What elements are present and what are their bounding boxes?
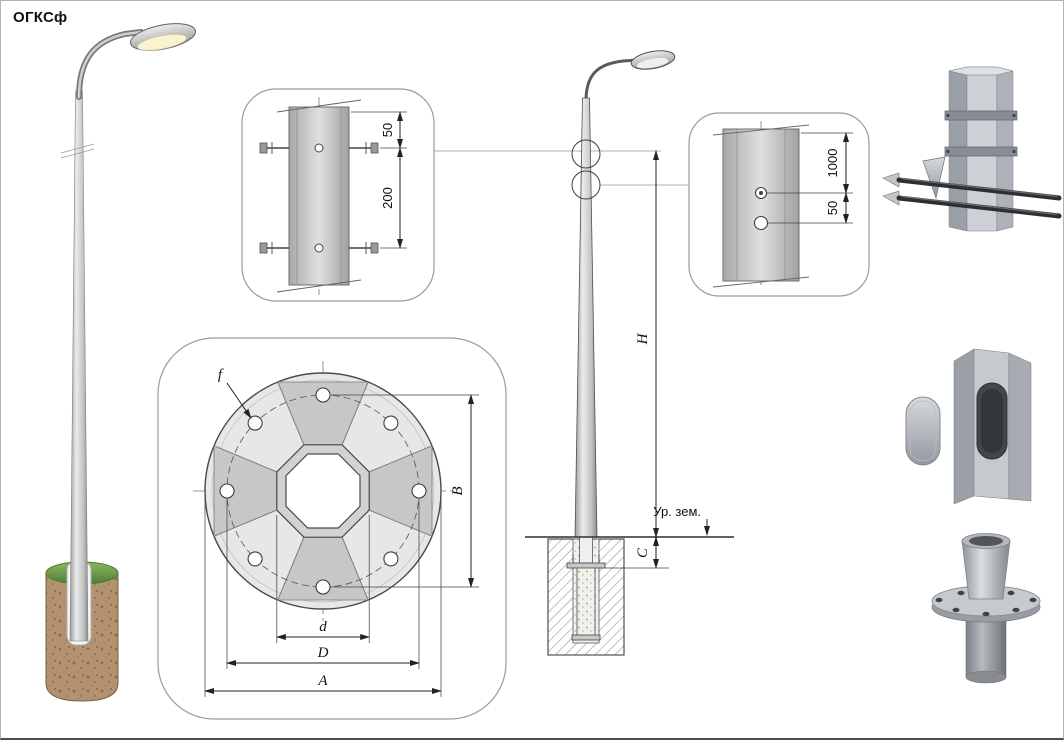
flange-bevel-circle [211,379,435,603]
clamp-bolt [946,113,950,118]
access-door-render [905,348,1032,505]
flange-bolt-holes [219,387,427,595]
door-cover-inner [909,400,937,462]
dim-label-C: С [635,547,651,558]
right-detail-callout: 1000 50 [688,112,870,297]
pole-shaft-3d [69,90,89,642]
lamp-arm-elevation [584,58,638,102]
pole-shaft-elevation [574,97,598,538]
flange-detail-callout: f B d D A [157,337,507,720]
access-opening-shadow [981,389,1003,453]
ground-level-label: Ур. зем. [653,504,701,519]
pole-3d-render [45,23,196,702]
lamp-head-3d [130,23,196,51]
dim-label-50: 50 [825,201,840,215]
tie-rod-highlight [900,177,1058,198]
dim-label-d: d [319,619,327,635]
top-detail-callout: 50 200 [241,88,435,302]
lower-tube-bottom [965,670,1007,684]
center-octagon-hole [285,453,361,529]
leader-f [226,382,252,419]
pole-seam [60,148,95,159]
dim-label-B: B [450,486,466,495]
clamp-bolt [1012,113,1016,118]
dim-label-1000: 1000 [825,149,840,178]
pole-seam [60,143,95,154]
detail-marker-lower [571,170,601,200]
dim-label-D: D [317,645,329,661]
grounding-bolt-center [759,191,763,195]
pole-face-left [953,348,975,505]
cable-hole [753,215,769,231]
tie-rod-lower [896,195,1062,219]
base-flange-plate [566,562,606,569]
clamp-band-upper [944,110,1018,121]
radial-rib-lines [213,381,433,601]
cone-fitting [922,156,946,200]
break-line [276,279,362,293]
hole-label-f: f [218,367,224,383]
clamp-bolt [946,149,950,154]
flange-base-render [931,533,1041,684]
pole-section [722,128,800,282]
clamp-bolts-lower [259,242,379,254]
detail-marker-upper [571,139,601,169]
tie-rod-highlight [900,195,1058,216]
dim-label-200: 200 [380,187,395,209]
flange-bolt-holes-3d [935,590,1037,617]
dim-label-H: H [635,332,651,345]
pole-face-right [1008,352,1032,502]
lamp-head-elevation [630,50,676,70]
dim-label-50: 50 [380,123,395,137]
upper-tube [961,540,1011,600]
drawing-title: ОГКСф [13,9,68,26]
break-line [712,124,810,136]
pole-stub [579,536,593,564]
elevation-drawing: Ур. зем. H С [434,50,734,656]
clamp-bolts-upper [259,142,379,154]
tie-assembly-render [882,66,1062,232]
break-line [712,276,810,288]
dim-label-A: A [317,673,328,689]
tie-rod-upper [896,177,1062,201]
anchor-bottom-plate [571,634,601,641]
tube-opening [969,536,1003,546]
door-cover-plate [905,396,941,466]
lamp-arm-highlight [77,30,143,99]
clamp-band-lower [944,146,1018,157]
pole-top-cap [948,66,1014,76]
break-line [276,99,362,113]
clamp-bolt [1012,149,1016,154]
pole-section [288,106,350,286]
